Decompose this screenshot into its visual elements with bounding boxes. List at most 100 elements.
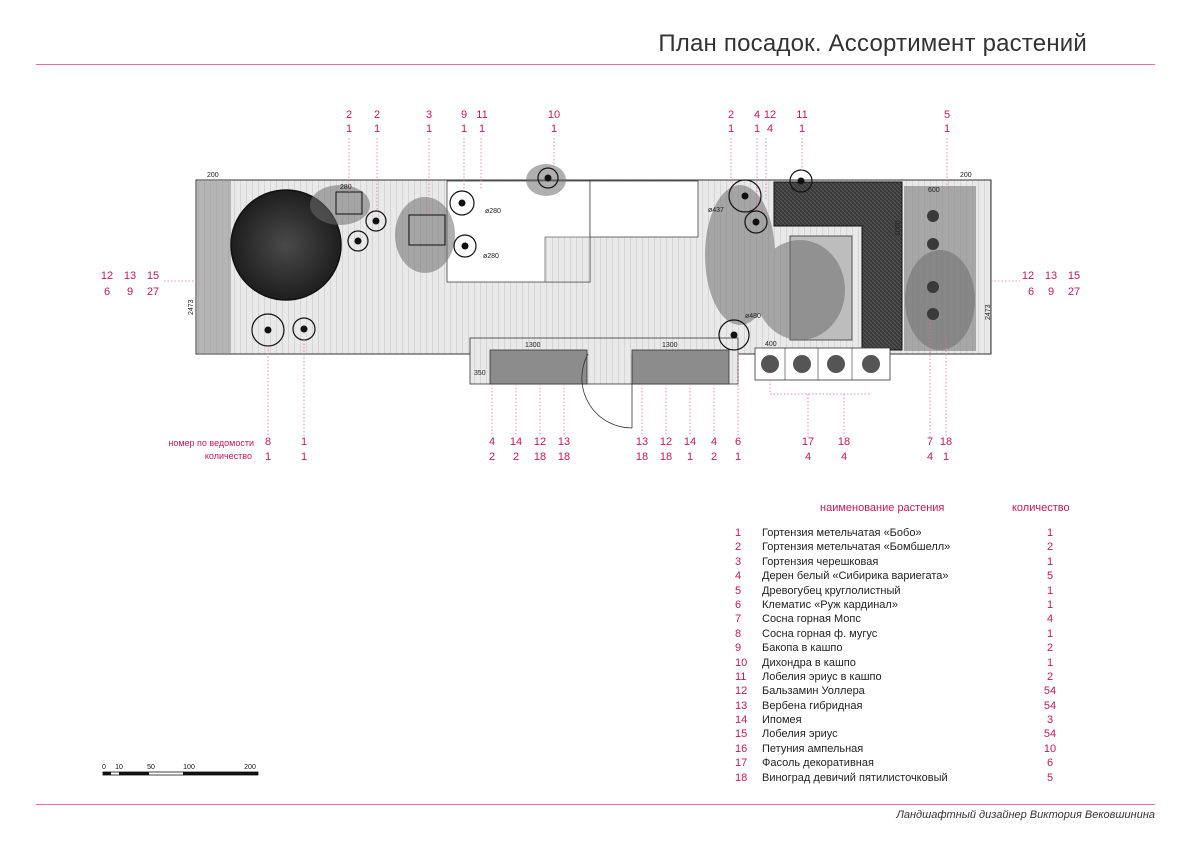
legend-row-quantity: 4 — [1046, 613, 1054, 626]
bottom-label-qty: 18 — [558, 451, 570, 463]
bottom-label-qty: 1 — [943, 451, 949, 463]
left-planting-strip — [197, 180, 231, 354]
legend-row-number: 17 — [735, 757, 748, 770]
bottom-label-num: 4 — [489, 436, 495, 448]
scale-tick: 200 — [244, 764, 256, 771]
legend-row-quantity: 10 — [1043, 742, 1057, 755]
side-right-num: 13 — [1045, 270, 1057, 282]
top-label-qty: 1 — [944, 123, 950, 135]
legend-row-quantity: 54 — [1043, 699, 1057, 712]
side-left-qty: 9 — [127, 286, 133, 298]
legend-row-quantity: 54 — [1043, 728, 1057, 741]
designer-credit: Ландшафтный дизайнер Виктория Вековшинин… — [896, 809, 1155, 821]
bottom-label-num: 13 — [558, 436, 570, 448]
legend-row-number: 15 — [735, 728, 748, 741]
legend-row-number: 2 — [735, 541, 742, 554]
bottom-label-num: 12 — [660, 436, 672, 448]
planter-box-right — [631, 349, 730, 385]
dim-1000: 1000 — [895, 220, 902, 236]
top-label-num: 10 — [548, 109, 560, 121]
legend-row-number: 18 — [735, 771, 748, 784]
bottom-label-qty: 4 — [927, 451, 933, 463]
planter-box-left — [489, 349, 588, 385]
page-title: План посадок. Ассортимент растений — [658, 30, 1087, 57]
bottom-label-num: 13 — [636, 436, 648, 448]
legend-row-quantity: 2 — [1046, 642, 1054, 655]
bottom-label-num: 1 — [301, 436, 307, 448]
bottom-label-num: 7 — [927, 436, 933, 448]
top-label-qty: 4 — [767, 123, 773, 135]
legend-row-quantity: 5 — [1046, 771, 1054, 784]
dim-2473-right: 2473 — [985, 304, 992, 320]
legend-row-plant-name: Дерен белый «Сибирика вариегата» — [762, 570, 949, 583]
top-label-qty: 1 — [374, 123, 380, 135]
legend-row-number: 11 — [735, 670, 747, 683]
dim-200: 200 — [207, 172, 219, 179]
side-right-qty: 27 — [1068, 286, 1080, 298]
dim-2473-left: 2473 — [188, 299, 195, 315]
bottom-label-num: 8 — [265, 436, 271, 448]
legend-row-number: 9 — [735, 642, 742, 655]
legend-row-plant-name: Вербена гибридная — [762, 699, 863, 712]
top-label-num: 2 — [728, 109, 734, 121]
dim-400: 400 — [765, 341, 777, 348]
legend-row-quantity: 1 — [1046, 584, 1054, 597]
caption-quantity: количество — [205, 451, 252, 461]
bottom-label-num: 12 — [534, 436, 546, 448]
top-label-num: 11 — [796, 109, 807, 121]
legend-row-plant-name: Гортензия черешковая — [762, 555, 879, 568]
legend-row: 9 Бакопа в кашпо 2 — [735, 641, 1095, 655]
dim-d280-a: ø280 — [485, 208, 501, 215]
legend-row-quantity: 1 — [1046, 656, 1054, 669]
dim-1300-a: 1300 — [525, 342, 541, 349]
bottom-label-num: 6 — [735, 436, 741, 448]
legend-row-quantity: 5 — [1046, 570, 1054, 583]
legend-row-quantity: 6 — [1046, 757, 1054, 770]
top-label-qty: 1 — [479, 123, 485, 135]
legend-row-plant-name: Клематис «Руж кардинал» — [762, 598, 898, 611]
bottom-label-qty: 2 — [513, 451, 519, 463]
legend-row-quantity: 2 — [1046, 541, 1054, 554]
legend-row-number: 12 — [735, 685, 748, 698]
top-label-qty: 1 — [754, 123, 760, 135]
legend-row-plant-name: Бакопа в кашпо — [762, 642, 843, 655]
bottom-label-num: 17 — [802, 436, 814, 448]
round-hot-tub — [230, 189, 342, 301]
legend-row-quantity: 1 — [1046, 598, 1054, 611]
dim-600: 600 — [928, 187, 940, 194]
legend-row-plant-name: Петуния ампельная — [762, 742, 864, 755]
legend-header-name: наименование растения — [820, 502, 945, 514]
scale-bar: 0 10 50 100 200 — [102, 764, 259, 776]
bottom-label-num: 14 — [684, 436, 696, 448]
legend-row-plant-name: Гортензия метельчатая «Бобо» — [762, 527, 922, 539]
bottom-label-qty: 1 — [735, 451, 741, 463]
dim-d437: ø437 — [708, 207, 724, 214]
legend-row-number: 14 — [735, 714, 748, 727]
bottom-label-qty: 2 — [489, 451, 495, 463]
bottom-label-qty: 4 — [841, 451, 847, 463]
top-label-num: 9 — [461, 109, 467, 121]
legend-row-quantity: 1 — [1046, 627, 1054, 640]
pot-row — [754, 347, 891, 381]
legend-row-plant-name: Древогубец круглолистный — [762, 584, 901, 597]
legend-row-quantity: 2 — [1046, 670, 1054, 683]
deck-notch — [544, 236, 591, 283]
side-left-num: 15 — [147, 270, 159, 282]
dim-200-right: 200 — [960, 172, 972, 179]
bottom-label-qty: 18 — [660, 451, 672, 463]
